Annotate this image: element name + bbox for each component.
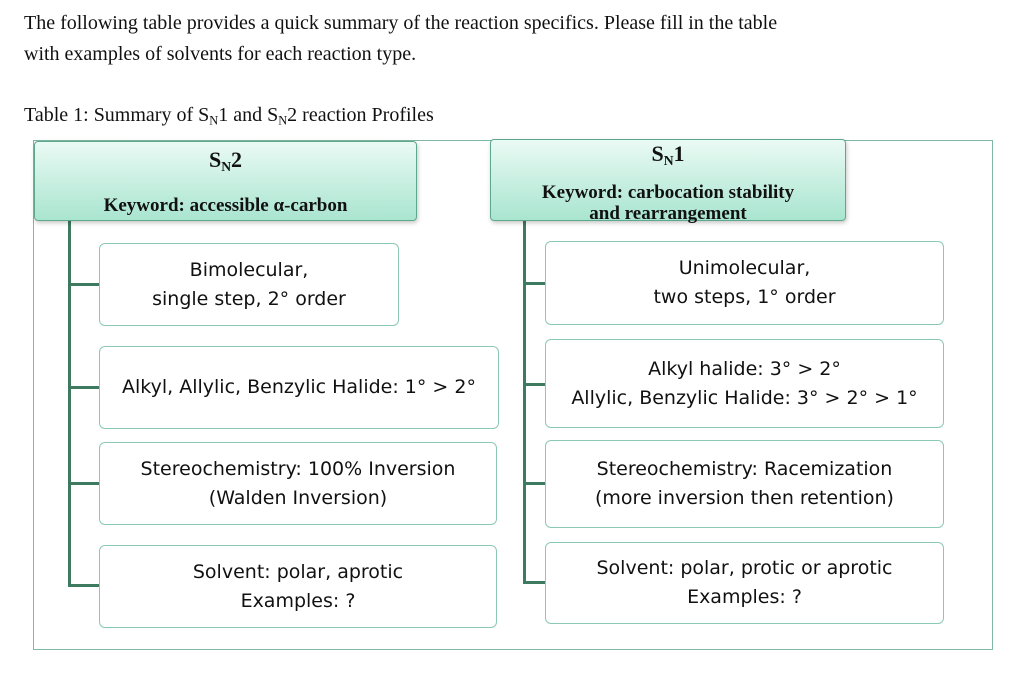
sn1-connector-trunk xyxy=(523,221,526,584)
sn1-title-s: S xyxy=(651,141,664,166)
caption-middle: 1 and S xyxy=(218,104,279,126)
sn1-substrate-box: Alkyl halide: 3° > 2° Allylic, Benzylic … xyxy=(545,339,944,428)
intro-line-2: with examples of solvents for each react… xyxy=(24,43,417,65)
caption-suffix: 2 reaction Profiles xyxy=(287,104,434,126)
intro-line-1: The following table provides a quick sum… xyxy=(24,12,778,34)
sn2-title-num: 2 xyxy=(231,147,243,172)
caption-sub-2: N xyxy=(278,113,288,128)
sn2-title-sub: N xyxy=(221,158,232,174)
sn1-keyword: Keyword: carbocation stability and rearr… xyxy=(491,182,845,224)
sn2-substrate-box: Alkyl, Allylic, Benzylic Halide: 1° > 2° xyxy=(99,346,499,429)
caption-sub-1: N xyxy=(209,113,219,128)
box-line: Unimolecular, xyxy=(678,257,811,279)
box-line: Stereochemistry: Racemization xyxy=(596,458,893,480)
caption-prefix: Table 1: Summary of S xyxy=(24,104,210,126)
sn2-solvent-box: Solvent: polar, aprotic Examples: ? xyxy=(99,545,497,628)
sn2-molecularity-box: Bimolecular, single step, 2° order xyxy=(99,243,399,326)
sn2-stereochemistry-box: Stereochemistry: 100% Inversion (Walden … xyxy=(99,442,497,525)
table-caption: Table 1: Summary of SN1 and SN2 reaction… xyxy=(24,102,434,133)
sn1-header: SN1 Keyword: carbocation stability and r… xyxy=(490,139,846,224)
box-line: Examples: ? xyxy=(240,589,356,612)
box-line: Bimolecular, xyxy=(189,258,309,281)
box-line: Examples: ? xyxy=(687,586,802,608)
box-line: Stereochemistry: 100% Inversion xyxy=(140,457,456,480)
sn1-title: SN1 xyxy=(491,142,845,173)
sn1-connector-branch xyxy=(523,282,545,285)
box-line: Allylic, Benzylic Halide: 3° > 2° > 1° xyxy=(571,386,918,409)
sn2-header: SN2 Keyword: accessible α-carbon xyxy=(34,141,417,221)
box-line: two steps, 1° order xyxy=(653,286,836,308)
box-line: (Walden Inversion) xyxy=(208,486,388,509)
sn2-connector-branch xyxy=(68,283,99,286)
sn2-keyword: Keyword: accessible α-carbon xyxy=(103,194,348,216)
sn2-connector-branch xyxy=(68,584,99,587)
box-line: Alkyl halide: 3° > 2° xyxy=(648,357,841,380)
sn1-molecularity-box: Unimolecular, two steps, 1° order xyxy=(545,241,944,325)
sn1-connector-branch xyxy=(523,383,545,386)
sn2-connector-branch xyxy=(68,482,99,485)
sn1-title-sub: N xyxy=(663,152,674,168)
sn1-keyword-line-2: and rearrangement xyxy=(589,202,747,224)
box-line: Alkyl, Allylic, Benzylic Halide: 1° > 2° xyxy=(122,376,476,398)
sn2-title-s: S xyxy=(208,147,222,172)
box-line: Solvent: polar, protic or aprotic xyxy=(596,557,893,579)
sn1-solvent-box: Solvent: polar, protic or aprotic Exampl… xyxy=(545,542,944,624)
sn2-connector-trunk xyxy=(68,221,71,587)
sn1-connector-branch xyxy=(523,581,545,584)
sn1-stereochemistry-box: Stereochemistry: Racemization (more inve… xyxy=(545,440,944,528)
box-line: (more inversion then retention) xyxy=(595,487,894,509)
box-line: Solvent: polar, aprotic xyxy=(192,560,404,583)
sn1-keyword-line-1: Keyword: carbocation stability xyxy=(541,181,795,203)
sn1-connector-branch xyxy=(523,482,545,485)
sn2-connector-branch xyxy=(68,386,99,389)
box-line: single step, 2° order xyxy=(152,287,346,310)
intro-paragraph: The following table provides a quick sum… xyxy=(24,8,984,70)
sn1-title-num: 1 xyxy=(673,141,685,166)
sn2-title: SN2 xyxy=(35,148,416,179)
